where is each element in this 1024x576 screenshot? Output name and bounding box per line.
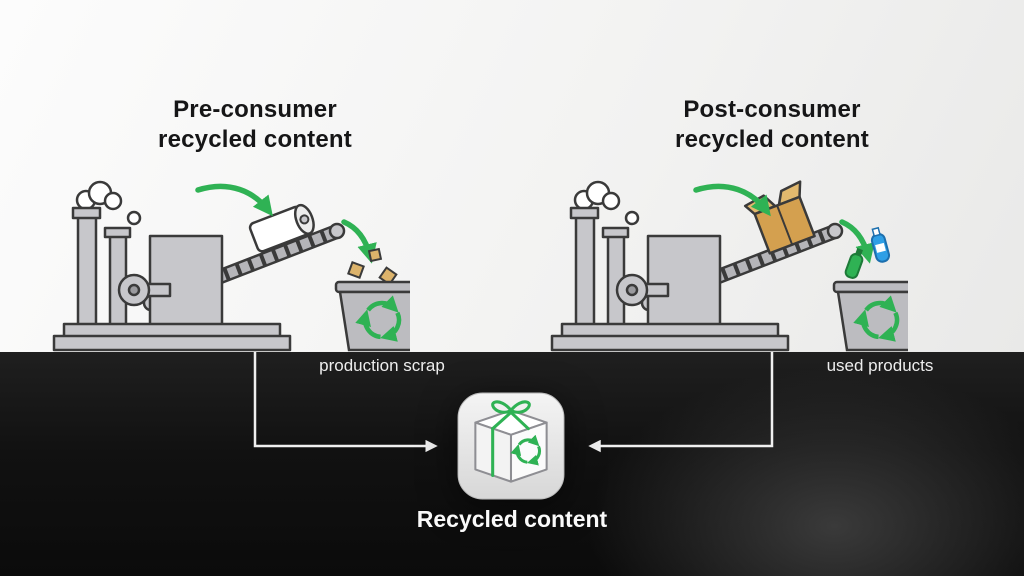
smoke-icon	[573, 180, 640, 226]
green-arrow-icon	[693, 183, 771, 217]
recycle-symbol-icon	[355, 295, 402, 342]
production-scrap-label: production scrap	[319, 356, 445, 375]
title-line-2: recycled content	[158, 126, 352, 153]
paper-roll-icon	[248, 203, 315, 253]
factory-icon	[52, 180, 292, 352]
smoke-icon	[75, 180, 142, 226]
green-arrow-icon	[195, 183, 273, 217]
recycle-bin-icon	[334, 280, 410, 352]
recycle-bin-icon	[832, 280, 908, 352]
used-products-label: used products	[826, 356, 934, 375]
recycle-symbol-icon	[853, 295, 900, 342]
title-line-2: recycled content	[675, 126, 869, 153]
green-arrow-icon	[341, 219, 377, 264]
green-arrow-icon	[839, 219, 875, 264]
corner-glow	[554, 346, 1024, 576]
factory-scene-right	[550, 180, 908, 352]
gift-box-icon	[457, 392, 565, 500]
ribbon-icon	[491, 400, 531, 478]
pre-consumer-title: Pre-consumer recycled content	[95, 95, 415, 155]
title-line-1: Post-consumer	[683, 96, 861, 123]
factory-icon	[550, 180, 790, 352]
recycled-content-label: Recycled content	[416, 506, 608, 532]
title-line-1: Pre-consumer	[173, 96, 337, 123]
recycle-arrows-icon	[510, 434, 541, 466]
factory-scene-left	[52, 180, 410, 352]
bottle-icons	[844, 226, 891, 279]
post-consumer-title: Post-consumer recycled content	[612, 95, 932, 155]
ribbon-bow-icon	[491, 400, 531, 414]
